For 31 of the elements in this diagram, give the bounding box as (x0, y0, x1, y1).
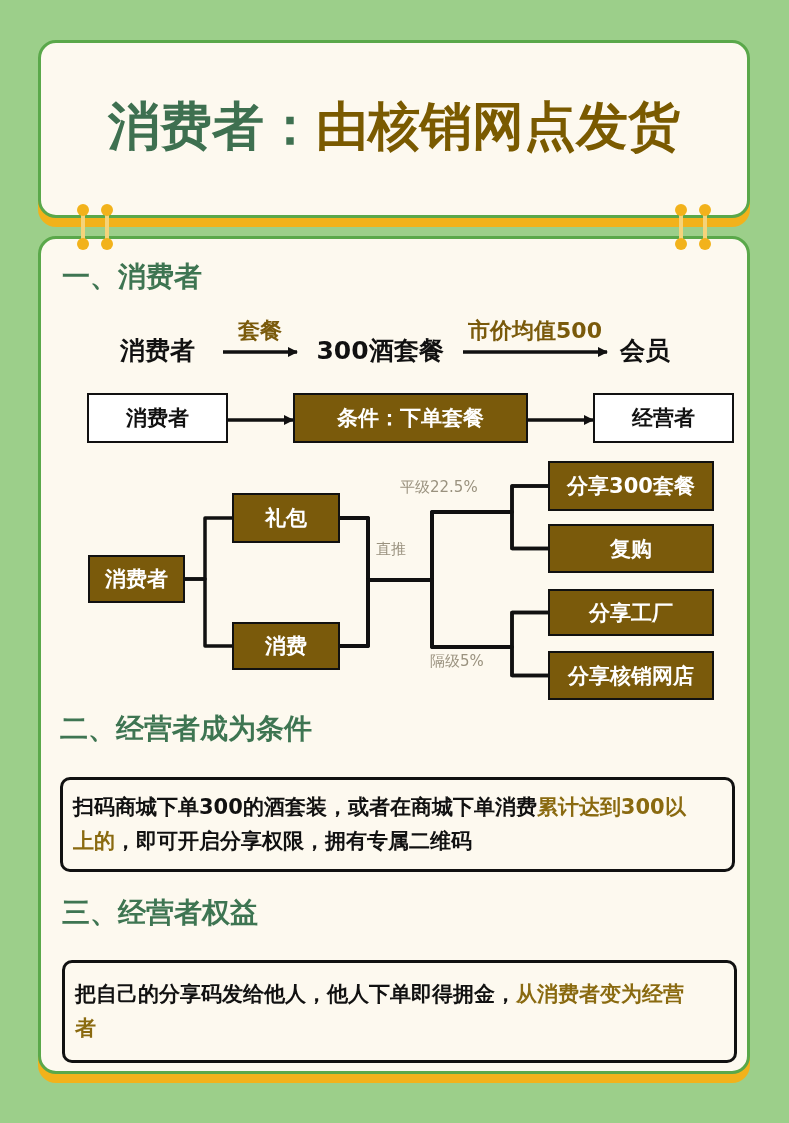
process-box: 分享300套餐 (548, 461, 714, 511)
edge-label: 套餐 (237, 317, 283, 345)
process-box: 消费 (232, 622, 340, 670)
process-box: 消费者 (87, 393, 228, 443)
section-heading: 三、经营者权益 (62, 895, 258, 931)
title: 消费者：由核销网点发货 (107, 95, 681, 158)
branch-label: 平级22.5% (400, 478, 478, 497)
process-box: 条件：下单套餐 (293, 393, 528, 443)
arrow (463, 347, 608, 357)
section-heading: 一、消费者 (62, 259, 202, 295)
arrow (228, 415, 294, 425)
node-text: 300酒套餐 (305, 330, 455, 370)
process-box: 复购 (548, 524, 714, 573)
paragraph: 扫码商城下单300的酒套装，或者在商城下单消费累计达到300以上的，即可开启分享权限，拥有专属二维码 (73, 793, 687, 855)
connector-line (185, 577, 232, 648)
process-box: 分享工厂 (548, 589, 714, 636)
process-box: 经营者 (593, 393, 734, 443)
branch-label: 直推 (376, 540, 406, 559)
paragraph: 把自己的分享码发给他人，他人下单即得拥金，从消费者变为经营者 (75, 980, 685, 1042)
node-text: 会员 (615, 330, 675, 370)
text-box (62, 960, 737, 1063)
process-box: 分享核销网店 (548, 651, 714, 700)
branch-label: 隔级5% (430, 652, 484, 671)
node-text: 消费者 (100, 330, 215, 370)
text-box (60, 777, 735, 872)
process-box: 礼包 (232, 493, 340, 543)
arrow (223, 347, 298, 357)
section-heading: 二、经营者成为条件 (60, 711, 312, 747)
process-box: 消费者 (88, 555, 185, 603)
arrow (528, 415, 594, 425)
edge-label: 市价均值500 (467, 317, 603, 345)
